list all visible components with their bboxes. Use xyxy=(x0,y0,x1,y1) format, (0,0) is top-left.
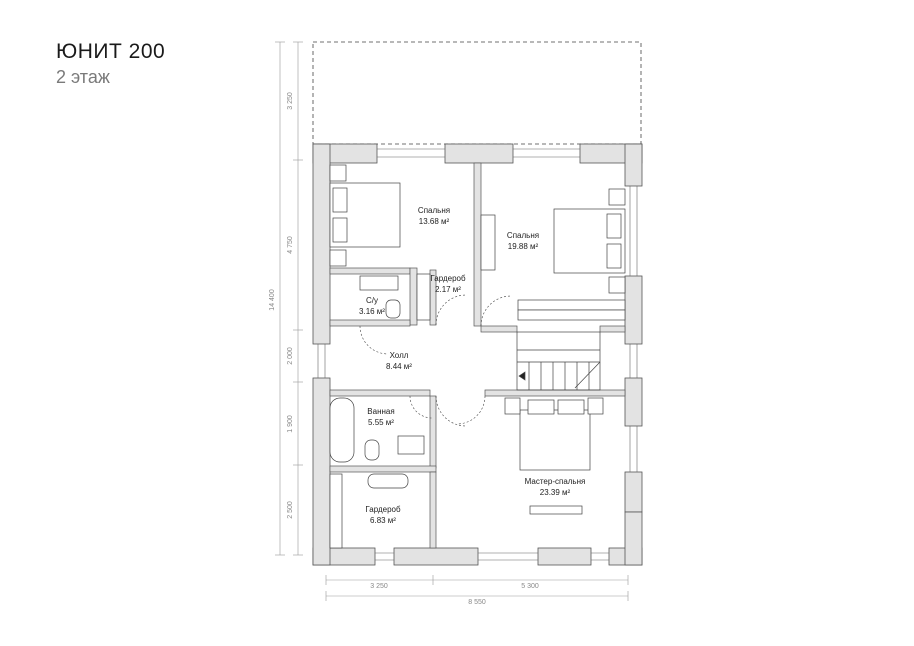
room-name: Гардероб xyxy=(365,505,401,514)
room-area: 13.68 м² xyxy=(419,217,450,226)
room-area: 2.17 м² xyxy=(435,285,461,294)
plan-title: ЮНИТ 200 xyxy=(56,40,166,63)
room-area: 3.16 м² xyxy=(359,307,385,316)
dim-label: 5 300 xyxy=(521,583,539,590)
dim-label: 2 500 xyxy=(287,501,294,519)
room-name: Спальня xyxy=(507,231,539,240)
room-area: 5.55 м² xyxy=(368,418,394,427)
room-area: 6.83 м² xyxy=(370,516,396,525)
room-name: Спальня xyxy=(418,206,450,215)
door-swings xyxy=(359,294,512,427)
room-area: 8.44 м² xyxy=(386,362,412,371)
windows xyxy=(317,148,638,561)
room-name: Холл xyxy=(390,351,409,360)
dim-label: 2 000 xyxy=(287,347,294,365)
room-name: Гардероб xyxy=(430,274,466,283)
vertical-dimension-labels: 3 250 4 750 2 000 1 900 2 500 14 400 xyxy=(269,92,294,519)
room-name: Мастер-спальня xyxy=(525,477,586,486)
dim-total-label: 8 550 xyxy=(468,599,486,606)
floor-subtitle: 2 этаж xyxy=(56,67,110,87)
room-name: С/у xyxy=(366,296,378,305)
horizontal-dimension-labels: 3 250 5 300 8 550 xyxy=(370,583,539,606)
interior-walls xyxy=(329,162,626,549)
room-area: 23.39 м² xyxy=(540,488,571,497)
room-name: Ванная xyxy=(367,407,394,416)
dim-label: 3 250 xyxy=(370,583,388,590)
dim-label: 4 750 xyxy=(287,236,294,254)
room-labels: Спальня 13.68 м² Спальня 19.88 м² Гардер… xyxy=(359,206,585,525)
dim-total-label: 14 400 xyxy=(269,289,276,311)
staircase xyxy=(516,331,601,391)
outer-walls xyxy=(312,143,643,566)
furniture xyxy=(329,164,626,549)
dim-label: 3 250 xyxy=(287,92,294,110)
balcony-outline xyxy=(312,41,642,145)
horizontal-dimensions xyxy=(325,575,629,601)
dim-label: 1 900 xyxy=(287,415,294,433)
room-area: 19.88 м² xyxy=(508,242,539,251)
vertical-dimensions xyxy=(275,41,303,556)
